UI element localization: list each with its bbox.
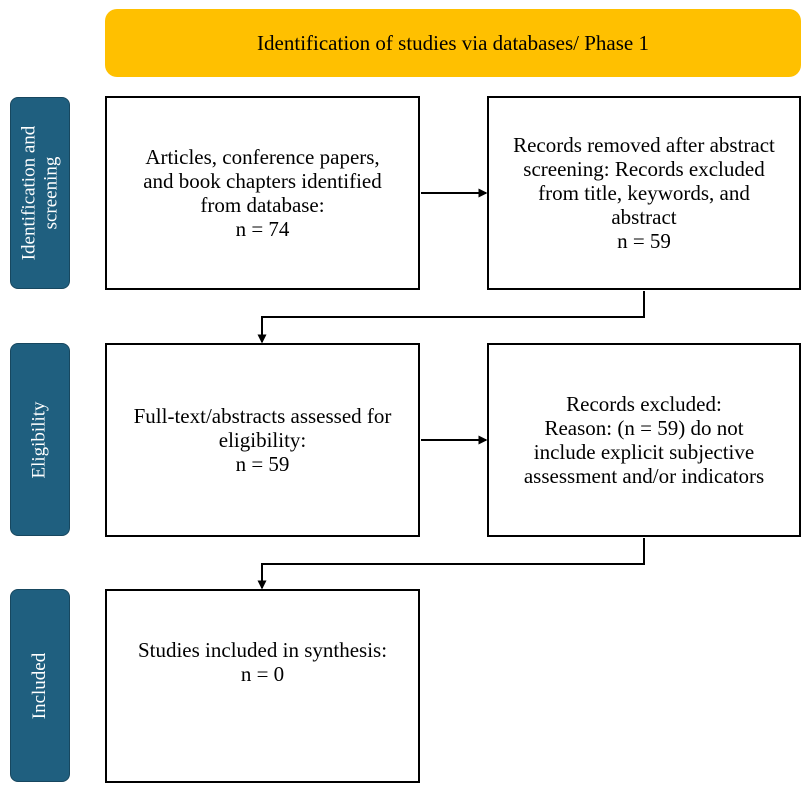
included-line-1: Studies included in synthesis: (137, 638, 388, 662)
phase-tab-included-label: Included (29, 652, 51, 719)
identified-records-box: Articles, conference papers, and book ch… (105, 96, 420, 290)
assessed-count: n = 59 (235, 452, 290, 476)
excluded-line-1: Records excluded: (566, 392, 722, 416)
arrow-removed-to-assessed (257, 291, 645, 344)
included-studies-box: Studies included in synthesis: n = 0 (105, 589, 420, 783)
removed-line-3: from title, keywords, and (538, 181, 750, 205)
phase-tab-identification-line1: Identification and (18, 125, 39, 261)
removed-line-4: abstract (611, 205, 677, 229)
phase-header-title: Identification of studies via databases/… (257, 30, 649, 55)
identified-line-1: Articles, conference papers, (145, 145, 380, 169)
excluded-line-4: assessment and/or indicators (523, 464, 765, 488)
phase-tab-identification-line2: screening (40, 156, 61, 230)
phase-tab-eligibility-label: Eligibility (29, 400, 50, 479)
removed-records-box: Records removed after abstract screening… (487, 96, 801, 290)
excluded-line-2: Reason: (n = 59) do not (544, 416, 744, 440)
excluded-line-3: include explicit subjective (533, 440, 755, 464)
assessed-records-box: Full-text/abstracts assessed for eligibi… (105, 343, 420, 537)
identified-line-3: from database: (200, 193, 325, 217)
assessed-line-1: Full-text/abstracts assessed for (133, 404, 392, 428)
identified-line-2: and book chapters identified (143, 169, 382, 193)
identified-count: n = 74 (235, 217, 290, 241)
arrow-excluded-to-included (257, 538, 645, 590)
phase-tab-eligibility: Eligibility (10, 343, 70, 536)
removed-line-1: Records removed after abstract (513, 133, 775, 157)
assessed-line-2: eligibility: (218, 428, 307, 452)
excluded-records-box: Records excluded: Reason: (n = 59) do no… (487, 343, 801, 537)
removed-count: n = 59 (617, 229, 671, 253)
included-count: n = 0 (240, 662, 285, 686)
phase-tab-identification: Identification and screening (10, 97, 70, 289)
removed-line-2: screening: Records excluded (523, 157, 765, 181)
phase-tab-included: Included (10, 589, 70, 782)
phase-header-banner: Identification of studies via databases/… (105, 9, 801, 77)
phase-tab-identification-label: Identification and screening (18, 126, 62, 261)
